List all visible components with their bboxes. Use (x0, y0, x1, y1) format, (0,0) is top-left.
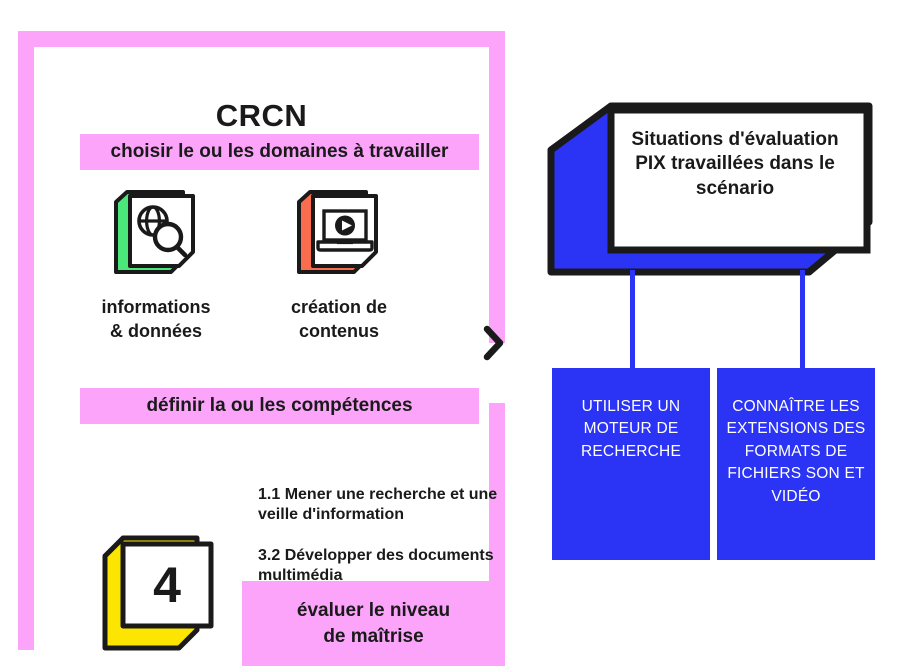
page-title: CRCN (215, 98, 308, 133)
domain-label-informations: informations & données (101, 297, 211, 341)
pix-main-title: Situations d'évaluation PIX travaillées … (631, 129, 839, 199)
competences-list: 1.1 Mener une recherche et une veille d'… (258, 485, 508, 607)
mastery-level-card: 4 (101, 534, 221, 656)
step-evaluate-band: évaluer le niveau de maîtrise (242, 581, 505, 666)
domain-row: informations & données (34, 190, 489, 380)
pix-situation-box-2[interactable]: CONNAÎTRE LES EXTENSIONS DES FORMATS DE … (717, 368, 875, 560)
mastery-level-value: 4 (153, 557, 181, 613)
pix-situation-box-1[interactable]: UTILISER UN MOTEUR DE RECHERCHE (552, 368, 710, 560)
chevron-right-icon (482, 325, 506, 361)
list-item: 3.2 Développer des documents multimédia (258, 546, 494, 585)
pix-main-box (545, 100, 875, 280)
laptop-play-icon (296, 190, 382, 276)
crcn-panel-inner: CRCN choisir le ou les domaines à travai… (34, 47, 505, 666)
step-define-competences-band: définir la ou les compétences (80, 388, 479, 424)
domain-label-creation: création de contenus (290, 297, 388, 341)
connector-line-left (630, 270, 635, 370)
connector-line-right (800, 270, 805, 370)
pix-panel: Situations d'évaluation PIX travaillées … (545, 100, 890, 580)
list-item: 1.1 Mener une recherche et une veille d'… (258, 486, 498, 524)
domain-item-creation[interactable]: création de contenus (254, 190, 424, 344)
chevron-gap (489, 343, 505, 403)
step-choose-domains-band: choisir le ou les domaines à travailler (80, 134, 479, 170)
globe-search-icon (113, 190, 199, 276)
crcn-panel: CRCN choisir le ou les domaines à travai… (18, 31, 505, 666)
domain-item-informations[interactable]: informations & données (71, 190, 241, 344)
